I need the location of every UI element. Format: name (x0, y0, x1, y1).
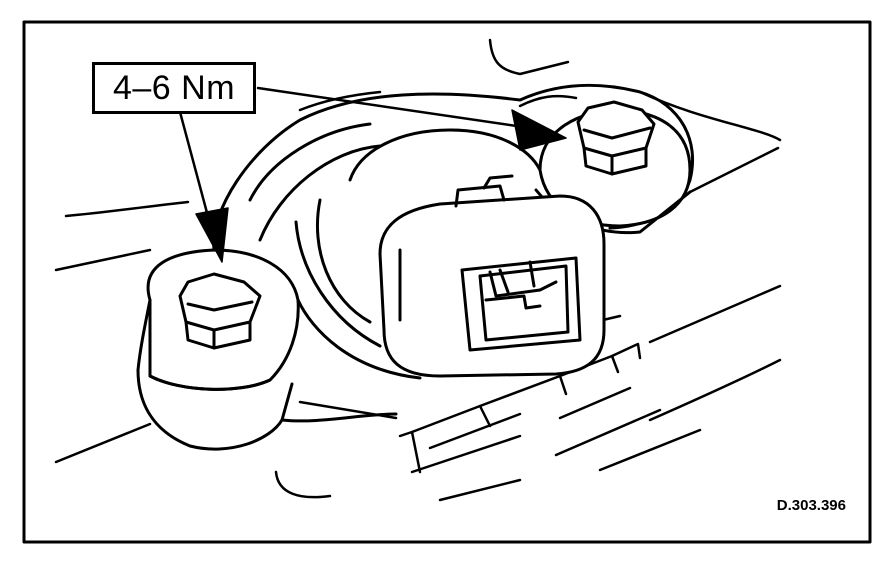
diagram-frame (22, 20, 872, 544)
drawing-reference-code: D.303.396 (776, 497, 846, 514)
right-bolt (576, 100, 656, 176)
left-bolt (178, 272, 262, 350)
sensor-connector (378, 174, 606, 378)
torque-spec-label: 4–6 Nm (92, 62, 256, 114)
right-bolt-arrow (256, 86, 567, 151)
left-bolt-arrow (178, 110, 229, 263)
